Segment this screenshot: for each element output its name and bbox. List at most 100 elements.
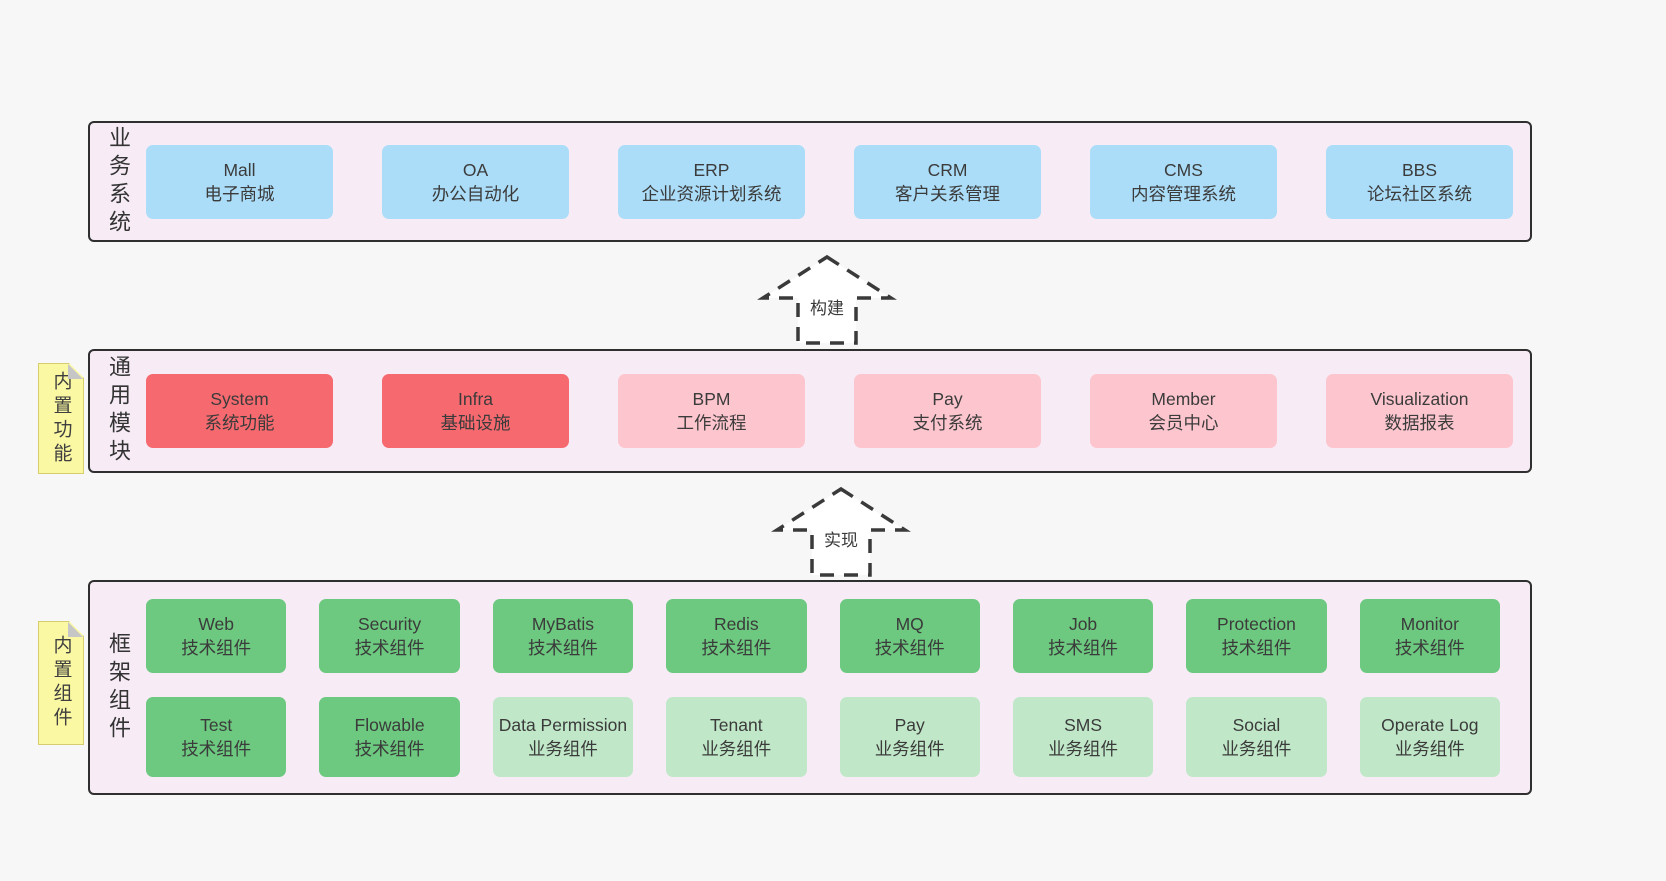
implement-arrow: 实现 [771,486,911,578]
box-name: CRM [927,159,968,180]
box-security: Security 技术组件 [319,598,460,673]
box-name: Flowable [354,714,425,735]
box-visualization: Visualization 数据报表 [1326,374,1513,448]
box-member: Member 会员中心 [1090,374,1277,448]
box-desc: 业务组件 [1394,738,1465,759]
box-desc: 技术组件 [1394,637,1465,658]
build-arrow-label: 构建 [807,294,847,319]
box-cms: CMS 内容管理系统 [1090,144,1277,219]
box-mybatis: MyBatis 技术组件 [492,598,634,673]
box-social: Social 业务组件 [1186,696,1327,777]
box-bpm: BPM 工作流程 [618,374,805,448]
box-desc: 技术组件 [1048,637,1119,658]
box-desc: 业务组件 [1221,738,1292,759]
box-name: Job [1068,613,1098,634]
box-name: Member [1151,389,1216,409]
box-name: CMS [1164,159,1203,180]
box-data-permission: Data Permission 业务组件 [492,696,634,777]
box-desc: 业务组件 [701,738,772,759]
box-name: MyBatis [531,613,595,634]
box-test: Test 技术组件 [146,696,287,777]
box-name: Operate Log [1381,714,1479,735]
box-name: Web [198,613,235,634]
box-name: System [210,389,269,409]
box-name: Redis [713,613,759,634]
box-desc: 技术组件 [1221,637,1292,658]
box-name: Data Permission [498,714,628,735]
box-desc: 业务组件 [527,738,598,759]
panel-common-modules: 通用模块 System 系统功能 Infra 基础设施 BPM 工作流程 Pay… [88,349,1532,473]
box-desc: 基础设施 [440,413,511,433]
box-name: Social [1232,714,1281,735]
box-crm: CRM 客户关系管理 [854,144,1041,219]
box-desc: 技术组件 [354,637,425,658]
box-operate-log: Operate Log 业务组件 [1359,696,1500,777]
panel-business-systems: 业务系统 Mall 电子商城 OA 办公自动化 ERP 企业资源计划系统 CRM… [88,121,1532,242]
box-desc: 论坛社区系统 [1367,183,1472,204]
sticky-note-builtin-components: 内置组件 [38,621,84,745]
box-desc: 工作流程 [676,413,747,433]
box-protection: Protection 技术组件 [1186,598,1327,673]
box-name: Protection [1217,613,1296,634]
box-name: Infra [457,389,494,409]
panel-framework-components: 框架组件 Web 技术组件 Security 技术组件 MyBatis 技术组件… [88,580,1532,795]
box-erp: ERP 企业资源计划系统 [618,144,805,219]
box-desc: 技术组件 [527,637,598,658]
box-monitor: Monitor 技术组件 [1359,598,1500,673]
box-name: SMS [1064,714,1103,735]
box-name: Visualization [1370,389,1469,409]
box-name: BPM [692,389,731,409]
box-name: Test [200,714,233,735]
box-desc: 支付系统 [912,413,983,433]
box-desc: 会员中心 [1148,413,1219,433]
box-name: BBS [1401,159,1438,180]
panel-components-label: 框架组件 [106,631,131,744]
box-infra: Infra 基础设施 [382,374,569,448]
build-arrow: 构建 [757,254,897,346]
box-desc: 客户关系管理 [895,183,1000,204]
box-desc: 电子商城 [204,183,275,204]
note-text: 内置功能 [50,370,72,467]
note-text: 内置组件 [50,635,72,731]
box-desc: 技术组件 [181,637,252,658]
box-desc: 业务组件 [874,738,945,759]
box-pay-component: Pay 业务组件 [839,696,980,777]
box-name: Mall [223,159,256,180]
box-mq: MQ 技术组件 [839,598,980,673]
box-desc: 系统功能 [204,413,275,433]
implement-arrow-label: 实现 [821,526,861,551]
box-pay-module: Pay 支付系统 [854,374,1041,448]
box-bbs: BBS 论坛社区系统 [1326,144,1513,219]
box-desc: 数据报表 [1384,413,1455,433]
box-desc: 企业资源计划系统 [641,183,782,204]
box-flowable: Flowable 技术组件 [319,696,460,777]
box-desc: 业务组件 [1048,738,1119,759]
box-name: Monitor [1400,613,1459,634]
box-name: MQ [895,613,924,634]
box-sms: SMS 业务组件 [1012,696,1154,777]
box-name: ERP [693,159,730,180]
box-desc: 办公自动化 [431,183,520,204]
folded-corner-icon [68,622,83,637]
box-desc: 技术组件 [874,637,945,658]
panel-business-label: 业务系统 [106,125,131,238]
box-job: Job 技术组件 [1012,598,1154,673]
folded-corner-icon [68,364,83,379]
box-name: Security [357,613,422,634]
box-tenant: Tenant 业务组件 [666,696,807,777]
box-redis: Redis 技术组件 [666,598,807,673]
box-name: OA [462,159,489,180]
panel-modules-label: 通用模块 [106,355,131,467]
box-desc: 技术组件 [701,637,772,658]
box-web: Web 技术组件 [146,598,287,673]
box-desc: 技术组件 [181,738,252,759]
box-mall: Mall 电子商城 [146,144,333,219]
box-desc: 内容管理系统 [1131,183,1236,204]
box-desc: 技术组件 [354,738,425,759]
sticky-note-builtin-functions: 内置功能 [38,363,84,474]
box-name: Tenant [710,714,763,735]
box-system: System 系统功能 [146,374,333,448]
box-name: Pay [894,714,925,735]
box-name: Pay [932,389,963,409]
